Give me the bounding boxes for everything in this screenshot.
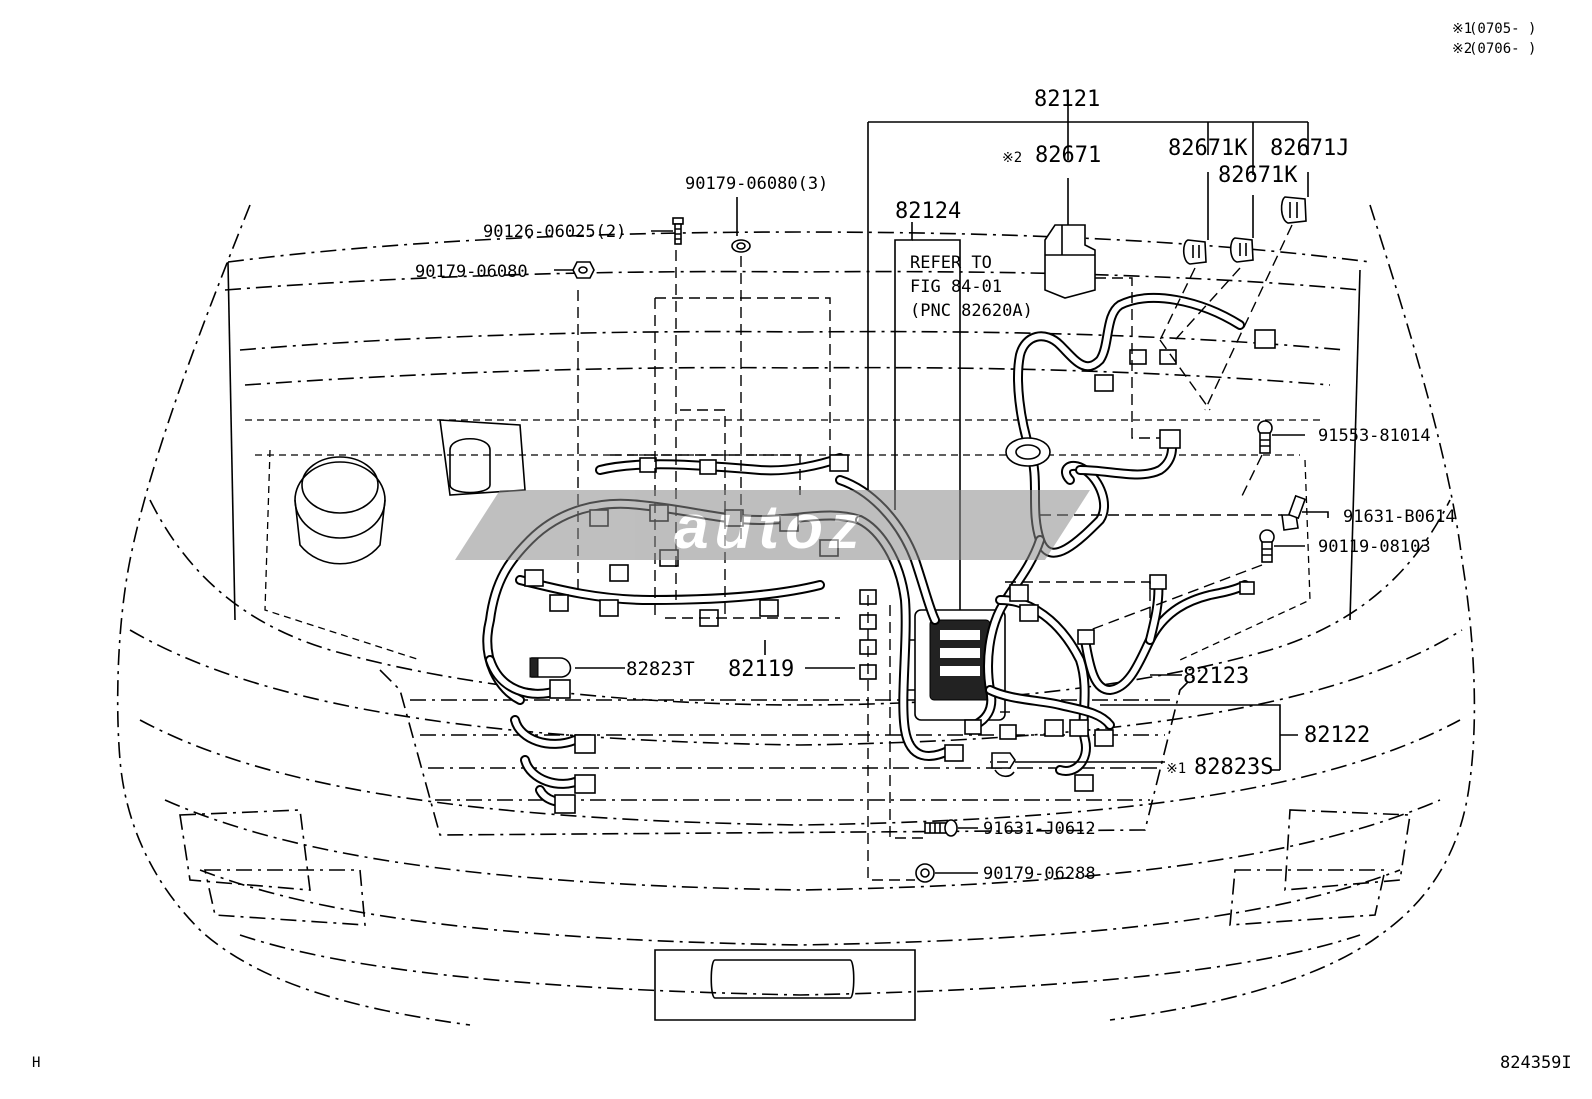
label-82671-mark: ※2 <box>1002 150 1022 166</box>
connector-82671K-b <box>1229 237 1254 263</box>
reference-line-2: FIG 84-01 <box>910 277 1002 297</box>
callout-labels: ※1 (0705- ) ※2 (0706- ) 82121 ※2 82671 8… <box>32 21 1572 1073</box>
label-90126-06025-2: 90126-06025(2) <box>483 222 626 242</box>
nut-90179-06080 <box>572 261 595 279</box>
label-82124: 82124 <box>895 199 961 224</box>
connector-82671J <box>1280 196 1307 224</box>
vehicle-body-outline <box>116 204 1476 1026</box>
label-82671J: 82671J <box>1270 136 1349 161</box>
reservoir-tank <box>294 419 526 565</box>
label-82119: 82119 <box>728 657 794 682</box>
clamp-82823S <box>991 752 1016 778</box>
note-2-text: (0706- ) <box>1469 41 1536 57</box>
note-1-mark: ※1 <box>1452 21 1472 37</box>
watermark-text: autoz <box>674 493 866 562</box>
label-82823T: 82823T <box>626 658 695 680</box>
watermark: autoz <box>455 490 1090 562</box>
label-82823S-mark: ※1 <box>1166 761 1186 777</box>
bolt-90126-06025 <box>672 217 684 245</box>
nut-90179-06288 <box>915 863 935 883</box>
note-2-mark: ※2 <box>1452 41 1472 57</box>
footer-left-code: H <box>32 1055 40 1071</box>
label-82123: 82123 <box>1183 664 1249 689</box>
label-82122: 82122 <box>1304 723 1370 748</box>
label-82671K-b: 82671K <box>1218 163 1298 188</box>
leader-lines <box>554 104 1329 881</box>
label-90179-06080-3: 90179-06080(3) <box>685 174 828 194</box>
label-91553-81014: 91553-81014 <box>1318 426 1431 446</box>
label-90119-08103: 90119-08103 <box>1318 537 1431 557</box>
note-1-text: (0705- ) <box>1469 21 1536 37</box>
label-82823S: 82823S <box>1194 755 1273 780</box>
footer-figure-number: 824359I <box>1500 1053 1572 1073</box>
label-82671K-a: 82671K <box>1168 136 1248 161</box>
bolt-90119-08103 <box>1259 529 1275 563</box>
reference-line-3: (PNC 82620A) <box>910 301 1033 321</box>
label-91631-J0612: 91631-J0612 <box>983 819 1096 839</box>
harness-82121 <box>964 292 1276 792</box>
relay-block <box>905 609 1006 721</box>
bolt-91553-81014 <box>1257 420 1273 454</box>
label-91631-B0614: 91631-B0614 <box>1343 507 1456 527</box>
bolt-91631-J0612 <box>924 819 958 837</box>
label-90179-06288: 90179-06288 <box>983 864 1096 884</box>
connector-82671K-a <box>1182 239 1207 265</box>
label-90179-06080: 90179-06080 <box>415 262 528 282</box>
nut-90179-06080-3 <box>731 239 751 253</box>
label-82671: 82671 <box>1035 143 1101 168</box>
bolt-91631-B0614 <box>1281 494 1307 531</box>
reference-line-1: REFER TO <box>910 253 992 273</box>
label-82121: 82121 <box>1034 87 1100 112</box>
clamp-82823T <box>529 657 572 678</box>
connector-82671 <box>1044 224 1096 299</box>
